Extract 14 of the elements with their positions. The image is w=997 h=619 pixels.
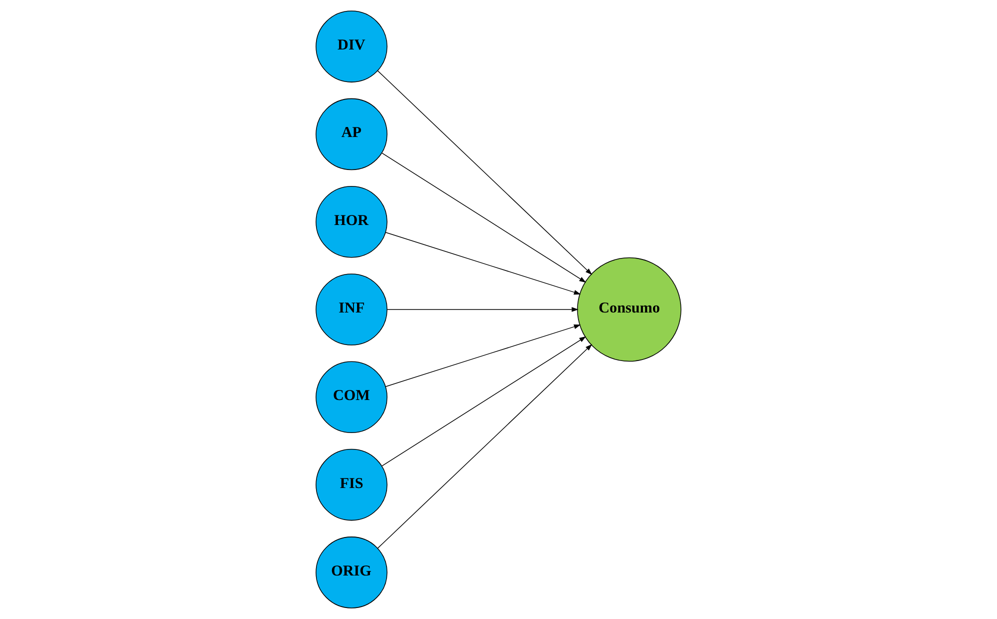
arrow [377,344,592,549]
node-circle: COM [316,361,388,434]
arrow [386,307,578,312]
arrow [381,152,586,283]
node-circle: DIV [316,10,388,82]
arrow [385,232,581,295]
arrow [381,336,586,466]
arrow [385,324,581,387]
node-circle: HOR [316,186,388,258]
node-circle: ORIG [316,536,388,608]
node-circle: AP [316,98,388,170]
node-circle: INF [316,274,388,346]
arrow [377,70,592,275]
node-circle: FIS [316,448,388,521]
